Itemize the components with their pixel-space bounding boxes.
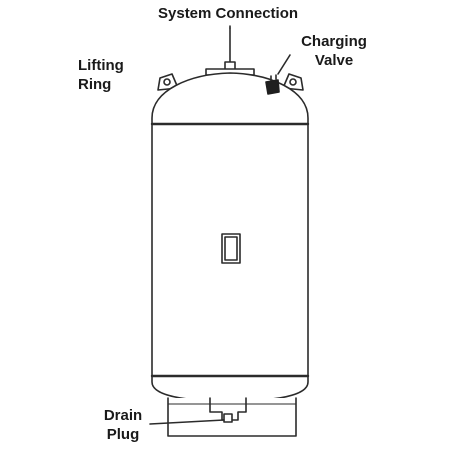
- drain-plug-label: Drain Plug: [101, 406, 145, 444]
- lifting-ring-right: [282, 73, 304, 91]
- charging-valve-text-line1: Charging: [301, 33, 367, 50]
- charging-valve-label: Charging Valve: [298, 32, 370, 70]
- lifting-ring-label: Lifting Ring: [78, 56, 124, 94]
- drain-plug: [149, 413, 233, 425]
- system-connection-label: System Connection: [158, 4, 298, 23]
- lifting-ring-text-line2: Ring: [78, 76, 112, 93]
- charging-valve: [265, 54, 291, 95]
- drain-plug-text-line1: Drain: [103, 407, 143, 424]
- lifting-ring-text-line1: Lifting: [78, 57, 124, 74]
- system-connection-text: System Connection: [158, 5, 299, 22]
- system-connection-fitting: [205, 27, 255, 76]
- drain-plug-text-line2: Plug: [106, 426, 140, 443]
- nameplate: [221, 233, 241, 264]
- charging-valve-text-line2: Valve: [314, 52, 354, 69]
